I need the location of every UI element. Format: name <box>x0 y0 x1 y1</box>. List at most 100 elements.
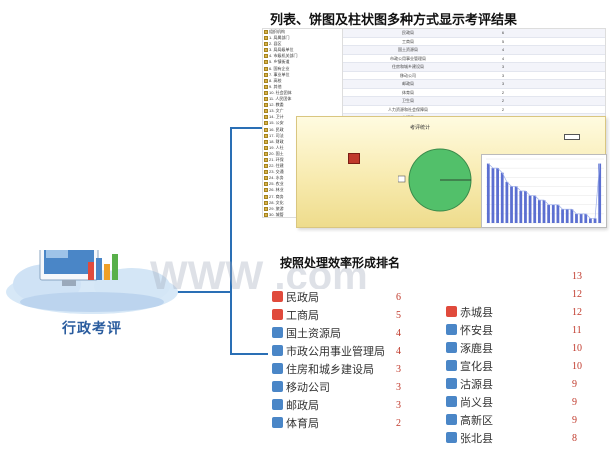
tree-item[interactable]: 2. 县区 <box>263 41 343 47</box>
tree-item[interactable]: 15. 公安 <box>263 120 343 126</box>
bar[interactable] <box>491 168 495 223</box>
tree-item[interactable]: 6. 国有企业 <box>263 66 343 72</box>
bar[interactable] <box>505 181 509 223</box>
tree-item[interactable]: 3. 局局级单位 <box>263 47 343 53</box>
tree-item[interactable]: 18. 财政 <box>263 139 343 145</box>
bar[interactable] <box>561 209 564 223</box>
tree-item-label: 9. 其他 <box>269 83 282 89</box>
ranking-row[interactable]: 市政公用事业管理局 <box>272 343 385 361</box>
unit-icon <box>272 327 283 338</box>
ranking-row[interactable]: 住房和城乡建设局 <box>272 361 374 379</box>
tree-item[interactable]: 11. 人民团体 <box>263 96 343 102</box>
bar[interactable] <box>533 195 537 223</box>
folder-icon <box>264 170 268 175</box>
ranking-row[interactable]: 国土资源局 <box>272 325 341 343</box>
tree-item[interactable]: 24. 水务 <box>263 175 343 181</box>
tree-item[interactable]: 16. 民政 <box>263 127 343 133</box>
tree-item[interactable]: 1. 局属部门 <box>263 35 343 41</box>
tree-item[interactable]: 7. 事业单位 <box>263 72 343 78</box>
bar[interactable] <box>486 163 490 223</box>
bar[interactable] <box>593 218 597 223</box>
bar[interactable] <box>524 191 527 223</box>
tree-item[interactable]: 27. 商务 <box>263 194 343 200</box>
ranking-row[interactable]: 宣化县 <box>446 358 493 376</box>
bar[interactable] <box>500 172 504 223</box>
bar[interactable] <box>584 213 588 223</box>
bar[interactable] <box>598 163 602 223</box>
tree-item[interactable]: 29. 旅游 <box>263 206 343 212</box>
tree-item[interactable]: 28. 文化 <box>263 200 343 206</box>
ranking-row[interactable]: 邮政局 <box>272 397 319 415</box>
bar[interactable] <box>575 213 578 223</box>
tree-item-label: 19. 人社 <box>269 144 284 150</box>
bar[interactable] <box>570 209 574 223</box>
bar[interactable] <box>547 204 551 223</box>
ranking-row[interactable]: 沽源县 <box>446 376 493 394</box>
tree-item[interactable]: 23. 交通 <box>263 169 343 175</box>
bar[interactable] <box>510 186 513 223</box>
folder-icon <box>264 157 268 162</box>
tree-item[interactable]: 12. 教委 <box>263 102 343 108</box>
tree-item[interactable]: 22. 住建 <box>263 163 343 169</box>
tree-item[interactable]: 8. 高校 <box>263 78 343 84</box>
tree-item[interactable]: 25. 农业 <box>263 181 343 187</box>
folder-icon <box>264 109 268 114</box>
ranking-row[interactable]: 涿鹿县 <box>446 340 493 358</box>
tree-item[interactable]: 30. 城管 <box>263 212 343 217</box>
ranking-row[interactable]: 高新区 <box>446 412 493 430</box>
folder-icon <box>264 206 268 211</box>
bar[interactable] <box>551 204 555 223</box>
bar[interactable] <box>537 200 541 223</box>
cloud-monitor-graphic <box>6 250 178 314</box>
unit-icon <box>272 363 283 374</box>
bar[interactable] <box>528 195 532 223</box>
table-cell-value: 4 <box>501 47 505 52</box>
ranking-row[interactable]: 赤城县 <box>446 304 493 322</box>
tree-item[interactable]: 组织机构 <box>263 29 343 35</box>
tree-item-label: 20. 国土 <box>269 150 284 156</box>
tree-item[interactable]: 19. 人社 <box>263 145 343 151</box>
tree-item-label: 5. 乡镇街道 <box>269 59 290 65</box>
folder-icon <box>264 182 268 187</box>
tree-item[interactable]: 9. 其他 <box>263 84 343 90</box>
bar[interactable] <box>589 218 592 223</box>
tree-item[interactable]: 13. 文广 <box>263 108 343 114</box>
bar[interactable] <box>565 209 569 223</box>
tree-item[interactable]: 20. 国土 <box>263 151 343 157</box>
tree-item[interactable]: 26. 林业 <box>263 187 343 193</box>
ranking-row[interactable]: 张北县 <box>446 430 493 448</box>
ranking-count: 9 <box>572 379 577 390</box>
tree-item[interactable]: 14. 卫计 <box>263 114 343 120</box>
ranking-count: 9 <box>572 415 577 426</box>
bar[interactable] <box>519 191 523 223</box>
tree-item[interactable]: 17. 司法 <box>263 133 343 139</box>
ranking-row[interactable]: 尚义县 <box>446 394 493 412</box>
table-cell-name: 卫生局 <box>402 98 414 103</box>
tree-item[interactable]: 10. 社会团体 <box>263 90 343 96</box>
ranking-row[interactable]: 工商局 <box>272 307 319 325</box>
bar[interactable] <box>579 213 583 223</box>
table-cell-name: 移动公司 <box>400 72 416 78</box>
ranking-row[interactable]: 民政局 <box>272 289 319 307</box>
tree-item[interactable]: 21. 环保 <box>263 157 343 163</box>
bar[interactable] <box>556 204 560 223</box>
tree-item[interactable]: 5. 乡镇街道 <box>263 59 343 65</box>
ranking-row[interactable]: 怀安县 <box>446 322 493 340</box>
bar[interactable] <box>496 168 499 223</box>
ranking-row[interactable]: 体育局 <box>272 415 319 433</box>
ranking-row[interactable]: 移动公司 <box>272 379 330 397</box>
tree-item[interactable]: 4. 市级机关部门 <box>263 53 343 59</box>
bar[interactable] <box>542 200 546 223</box>
bar[interactable] <box>514 186 518 223</box>
chart-export-icon[interactable] <box>348 153 360 164</box>
